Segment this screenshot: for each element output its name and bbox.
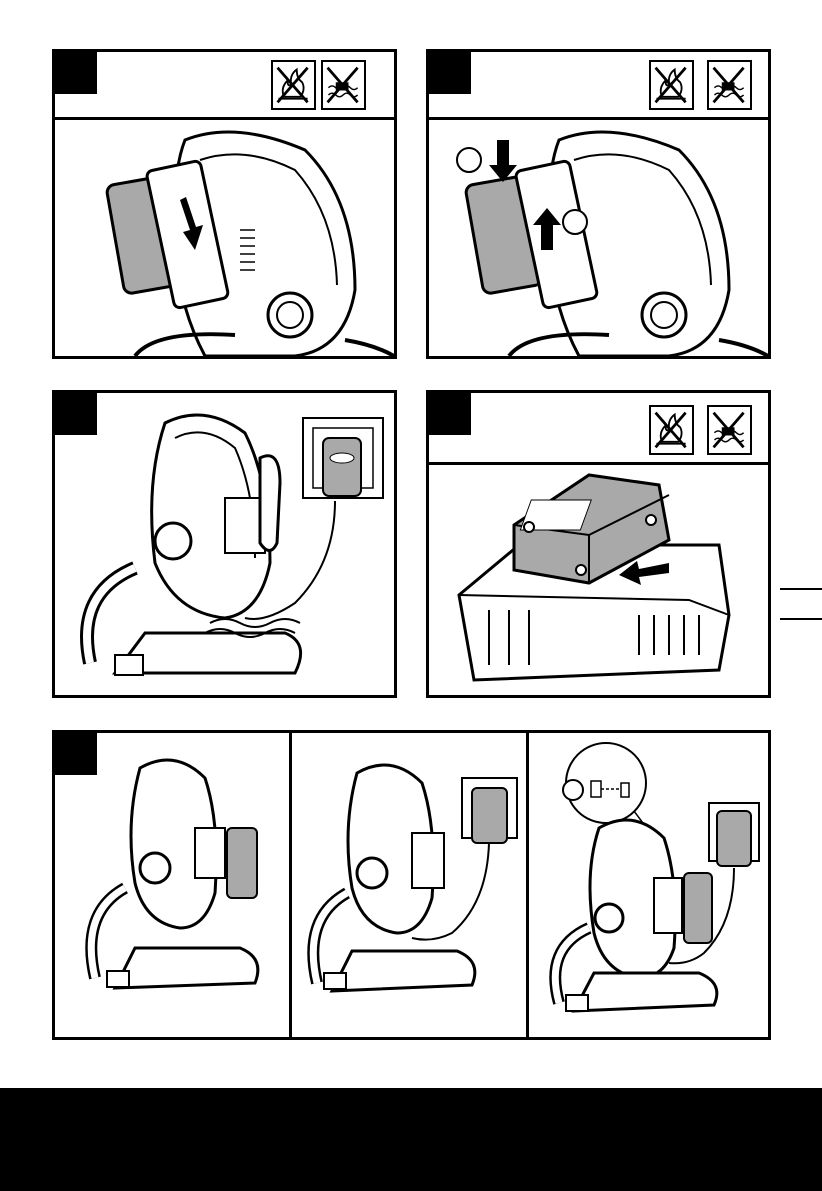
sub-panel-adapter-only [292,733,526,1037]
sub-panel-usb-device [529,733,768,1037]
side-tab-mark [780,588,822,590]
panel-adapter-power [52,390,397,698]
panel-header [429,393,768,465]
panel-header [429,52,768,120]
callout-2-circle [563,210,587,234]
step-number-tab [429,393,471,435]
no-water-icon [321,60,366,110]
panel-charger [426,390,771,698]
adapter-power-illustration [55,393,394,695]
step-number-tab [55,52,97,94]
battery-insert-illustration [55,120,394,356]
callout-1-circle [457,148,481,172]
footer-band [0,1088,822,1191]
panel-header [55,52,394,120]
side-tab-mark [780,618,822,620]
panel-battery-insert [52,49,397,359]
step-number-tab [429,52,471,94]
sub-panel-battery-only [55,733,289,1037]
charger-illustration [429,465,768,695]
callout-1-circle [563,780,583,800]
no-fire-icon [271,60,316,110]
battery-remove-illustration [429,120,768,356]
panel-battery-remove [426,49,771,359]
no-fire-icon [649,60,694,110]
no-water-icon [707,60,752,110]
panel-usb-charging [52,730,771,1040]
no-water-icon [707,405,752,455]
no-fire-icon [649,405,694,455]
